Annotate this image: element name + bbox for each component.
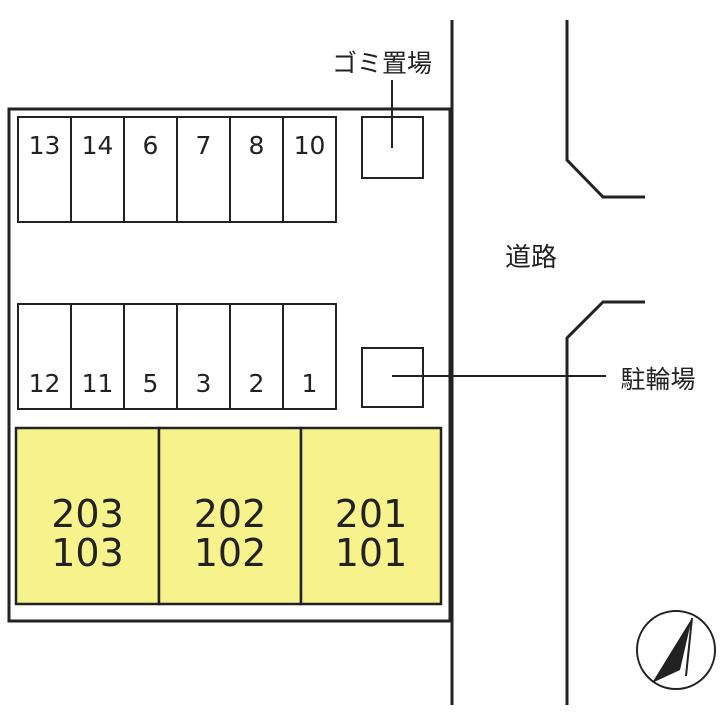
parking-stall-number: 1 (302, 369, 318, 398)
parking-stall-number: 14 (82, 131, 114, 160)
unit-number-lower: 102 (194, 531, 267, 575)
parking-stall: 14 (70, 116, 125, 223)
parking-stall-number: 3 (196, 369, 212, 398)
parking-stall-number: 10 (294, 131, 326, 160)
unit-number-upper: 203 (51, 492, 124, 536)
parking-row-bottom: 12 11 5 3 2 1 (17, 303, 337, 410)
parking-stall-number: 12 (29, 369, 61, 398)
parking-stall: 10 (282, 116, 337, 223)
parking-stall-number: 6 (143, 131, 159, 160)
parking-stall: 13 (17, 116, 72, 223)
parking-stall: 5 (123, 303, 178, 410)
road-edge-right-top (565, 20, 645, 199)
unit-number-upper: 201 (335, 492, 408, 536)
unit-number-lower: 101 (335, 531, 408, 575)
road-edge-right-bottom (565, 300, 645, 705)
parking-stall-number: 5 (143, 369, 159, 398)
parking-stall-number: 7 (196, 131, 212, 160)
road-label: 道路 (505, 243, 557, 273)
parking-stall: 2 (229, 303, 284, 410)
unit-number-lower: 103 (51, 531, 124, 575)
unit-number-upper: 202 (194, 492, 267, 536)
parking-stall-number: 2 (249, 369, 265, 398)
parking-stall: 6 (123, 116, 178, 223)
parking-stall: 1 (282, 303, 337, 410)
parking-stall: 11 (70, 303, 125, 410)
parking-stall: 8 (229, 116, 284, 223)
north-arrow-icon (636, 610, 716, 690)
parking-stall-number: 8 (249, 131, 265, 160)
parking-stall-number: 11 (82, 369, 114, 398)
parking-stall-number: 13 (29, 131, 61, 160)
bicycle-parking-label: 駐輪場 (620, 365, 695, 394)
parking-stall: 7 (176, 116, 231, 223)
parking-stall: 12 (17, 303, 72, 410)
garbage-station-label: ゴミ置場 (332, 49, 432, 78)
property-boundary (7, 107, 452, 623)
parking-row-top: 13 14 6 7 8 10 (17, 116, 337, 223)
parking-stall: 3 (176, 303, 231, 410)
bicycle-parking (361, 347, 424, 408)
